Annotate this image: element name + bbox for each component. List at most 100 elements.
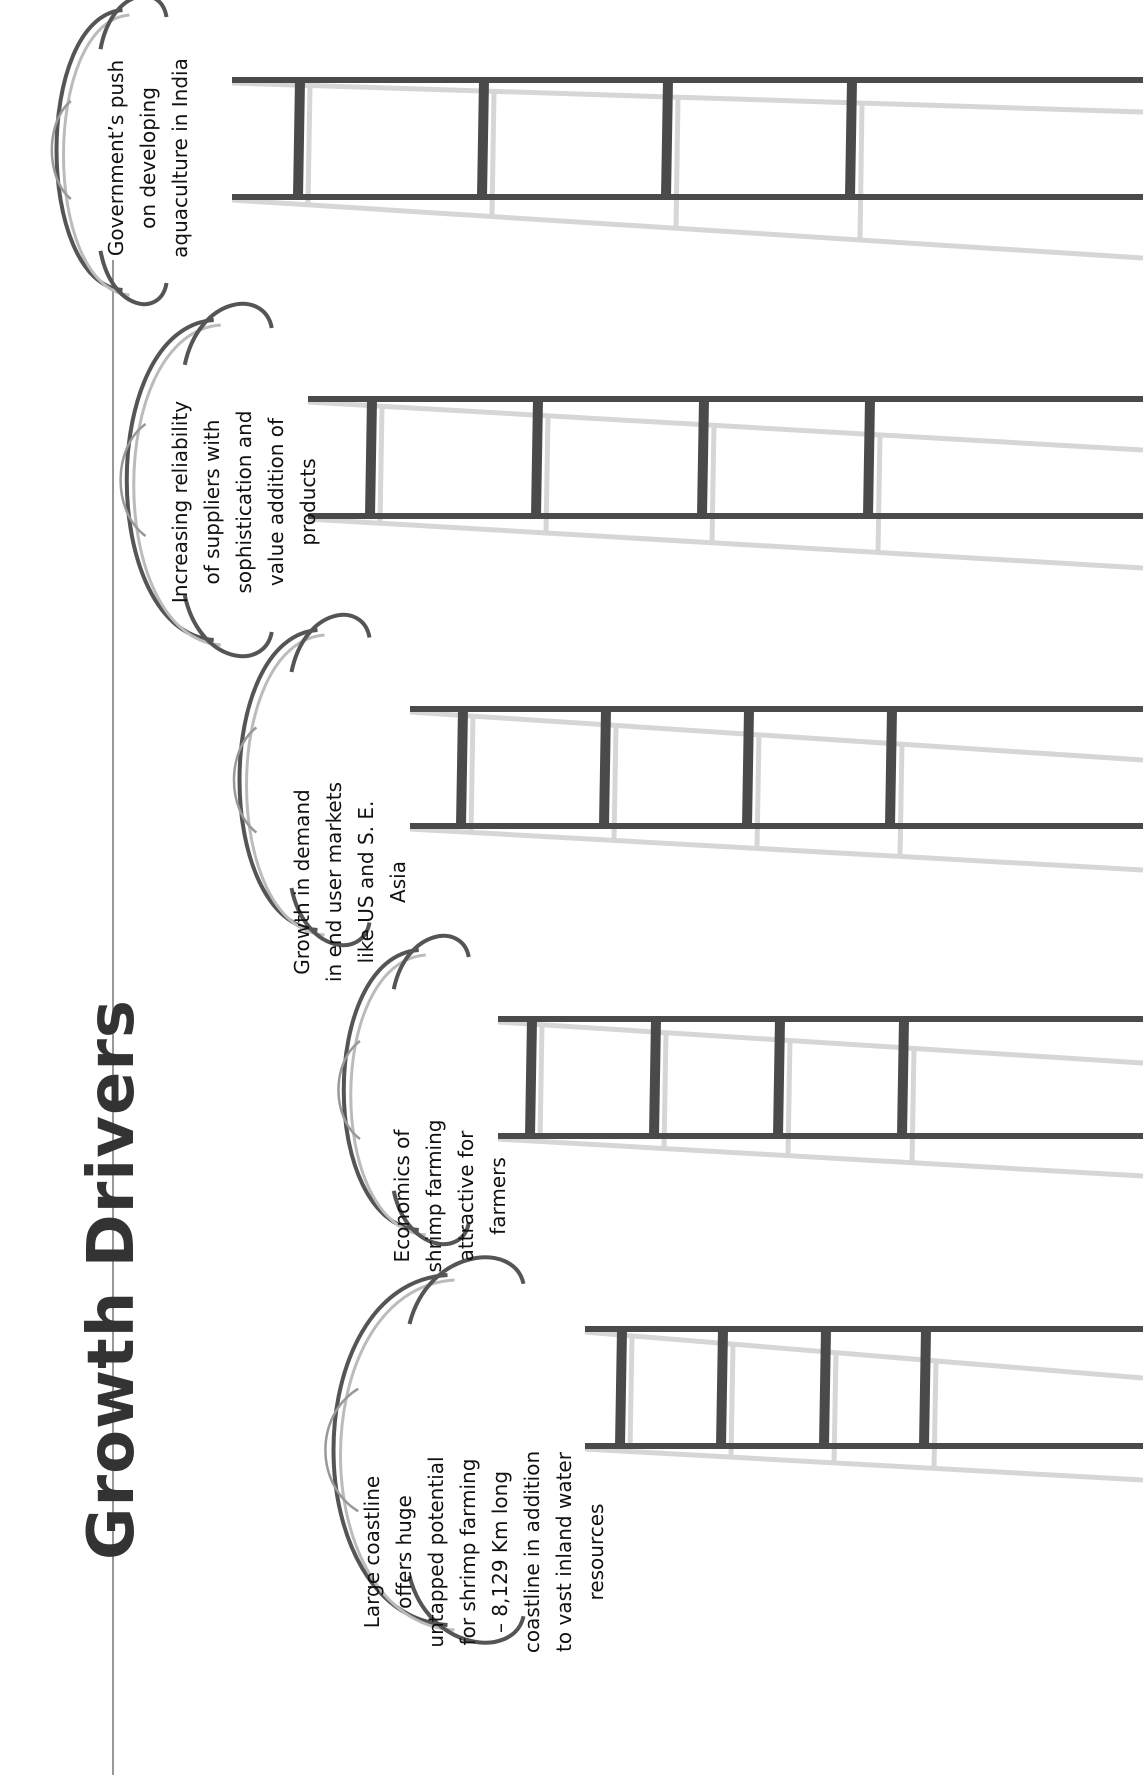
ladder-rung	[531, 398, 543, 517]
ladder-rung	[919, 1328, 931, 1447]
driver-line: aquaculture in India	[168, 58, 192, 258]
driver-line: products	[296, 458, 320, 546]
driver-line: Increasing reliability	[168, 400, 192, 604]
ladder-shadow-rail	[409, 826, 1143, 873]
driver-line: farmers	[486, 1157, 510, 1235]
cloud-2	[119, 302, 274, 658]
cloud-curl-top	[98, 0, 169, 50]
driver-line: on developing	[136, 87, 160, 229]
driver-line: Economics of	[390, 1129, 414, 1263]
cloud-shadow	[62, 13, 130, 297]
driver-text-government: Government’s push on developing aquacult…	[100, 58, 196, 258]
ladder-shadow-rail	[307, 399, 1143, 453]
ladder-rung	[599, 708, 611, 827]
cloud-4	[337, 933, 471, 1247]
cloud-curl-bottom	[407, 1575, 526, 1645]
cloud-inner-bump	[50, 100, 72, 200]
driver-line: resources	[584, 1503, 608, 1601]
cloud-shadow	[132, 323, 221, 647]
ladder-rung	[845, 79, 857, 198]
cloud-inner-bump	[337, 1039, 361, 1141]
driver-text-demand: Growth in demand in end user markets lik…	[286, 782, 414, 982]
cloud-curl-top	[182, 302, 274, 366]
ladder-shadow-rung	[931, 1360, 939, 1469]
ladder-shadow-rail	[584, 1446, 1143, 1483]
ladder-shadow-rail	[231, 197, 1143, 261]
ladder-shadow-rung	[909, 1048, 917, 1163]
ladder-shadow-rail	[584, 1329, 1143, 1381]
driver-line: – 8,129 Km long	[488, 1470, 512, 1634]
cloud-shadow	[339, 1278, 455, 1632]
ladder-shadow-rung	[709, 425, 717, 543]
cloud-1	[50, 0, 169, 307]
driver-line: attractive for	[454, 1130, 478, 1262]
cloud-curl-bottom	[98, 250, 169, 307]
cloud-inner-bump	[119, 422, 147, 538]
ladder-shadow-rail	[497, 1019, 1143, 1066]
page-title: Growth Drivers	[75, 998, 149, 1560]
ladder-shadow-rail	[497, 1136, 1143, 1179]
driver-line: sophistication and	[232, 410, 256, 594]
ladder-rung	[365, 398, 377, 517]
cloud-shadow	[349, 953, 426, 1237]
driver-text-economics: Economics of shrimp farming attractive f…	[386, 1120, 514, 1273]
cloud-shadow	[245, 633, 325, 937]
ladder-rung	[885, 708, 897, 827]
cloud-curl-top	[289, 612, 372, 673]
ladder-3	[409, 706, 1143, 873]
cloud-inner-bump	[324, 1387, 359, 1513]
ladder-shadow-rung	[611, 725, 619, 841]
ladder-rung	[773, 1018, 785, 1137]
driver-line: of suppliers with	[200, 419, 224, 585]
ladder-rung	[819, 1328, 831, 1447]
ladder-shadow-rung	[305, 85, 313, 206]
driver-line: Large coastline	[360, 1475, 384, 1629]
ladder-shadow-rung	[754, 734, 762, 849]
ladder-2	[307, 396, 1143, 571]
driver-line: Government’s push	[104, 59, 128, 257]
ladder-shadow-rung	[627, 1335, 635, 1452]
ladder-shadow-rung	[857, 103, 865, 241]
ladder-shadow-rung	[728, 1344, 736, 1458]
ladder-rung	[615, 1328, 627, 1447]
ladder-rung	[742, 708, 754, 827]
cloud-outline	[54, 8, 123, 292]
ladder-shadow-rung	[468, 716, 476, 833]
driver-line: untapped potential	[424, 1456, 448, 1648]
driver-line: coastline in addition	[520, 1450, 544, 1654]
ladder-rung	[649, 1018, 661, 1137]
cloud-curl-bottom	[391, 1190, 471, 1247]
cloud-curl-bottom	[289, 887, 372, 948]
ladder-rung	[525, 1018, 537, 1137]
driver-line: like US and S. E.	[354, 800, 378, 964]
driver-text-suppliers: Increasing reliability of suppliers with…	[164, 401, 324, 603]
ladder-rung	[661, 79, 673, 198]
driver-text-coastline: Large coastline offers huge untapped pot…	[356, 1451, 612, 1653]
driver-line: offers huge	[392, 1495, 416, 1609]
ladder-shadow-rung	[661, 1032, 669, 1149]
driver-line: shrimp farming	[422, 1119, 446, 1273]
driver-line: for shrimp farming	[456, 1458, 480, 1646]
driver-line: value addition of	[264, 417, 288, 587]
ladder-shadow-rung	[377, 406, 385, 524]
driver-line: Asia	[386, 861, 410, 903]
cloud-curl-top	[391, 933, 471, 990]
ladder-rung	[293, 79, 305, 198]
ladder-rung	[716, 1328, 728, 1447]
ladder-shadow-rail	[231, 80, 1143, 115]
driver-line: Growth in demand	[290, 789, 314, 975]
ladder-1	[231, 77, 1143, 261]
ladder-shadow-rail	[409, 709, 1143, 763]
ladder-shadow-rung	[537, 1024, 545, 1142]
driver-line: to vast inland water	[552, 1452, 576, 1652]
ladder-rung	[477, 79, 489, 198]
ladder-rung	[897, 1018, 909, 1137]
cloud-curl-top	[407, 1255, 526, 1325]
ladder-shadow-rail	[307, 516, 1143, 571]
ladder-shadow-rung	[673, 97, 681, 229]
ladder-5	[584, 1326, 1143, 1483]
cloud-inner-bump	[232, 726, 258, 834]
ladder-shadow-rung	[897, 744, 905, 857]
ladder-4	[497, 1016, 1143, 1179]
